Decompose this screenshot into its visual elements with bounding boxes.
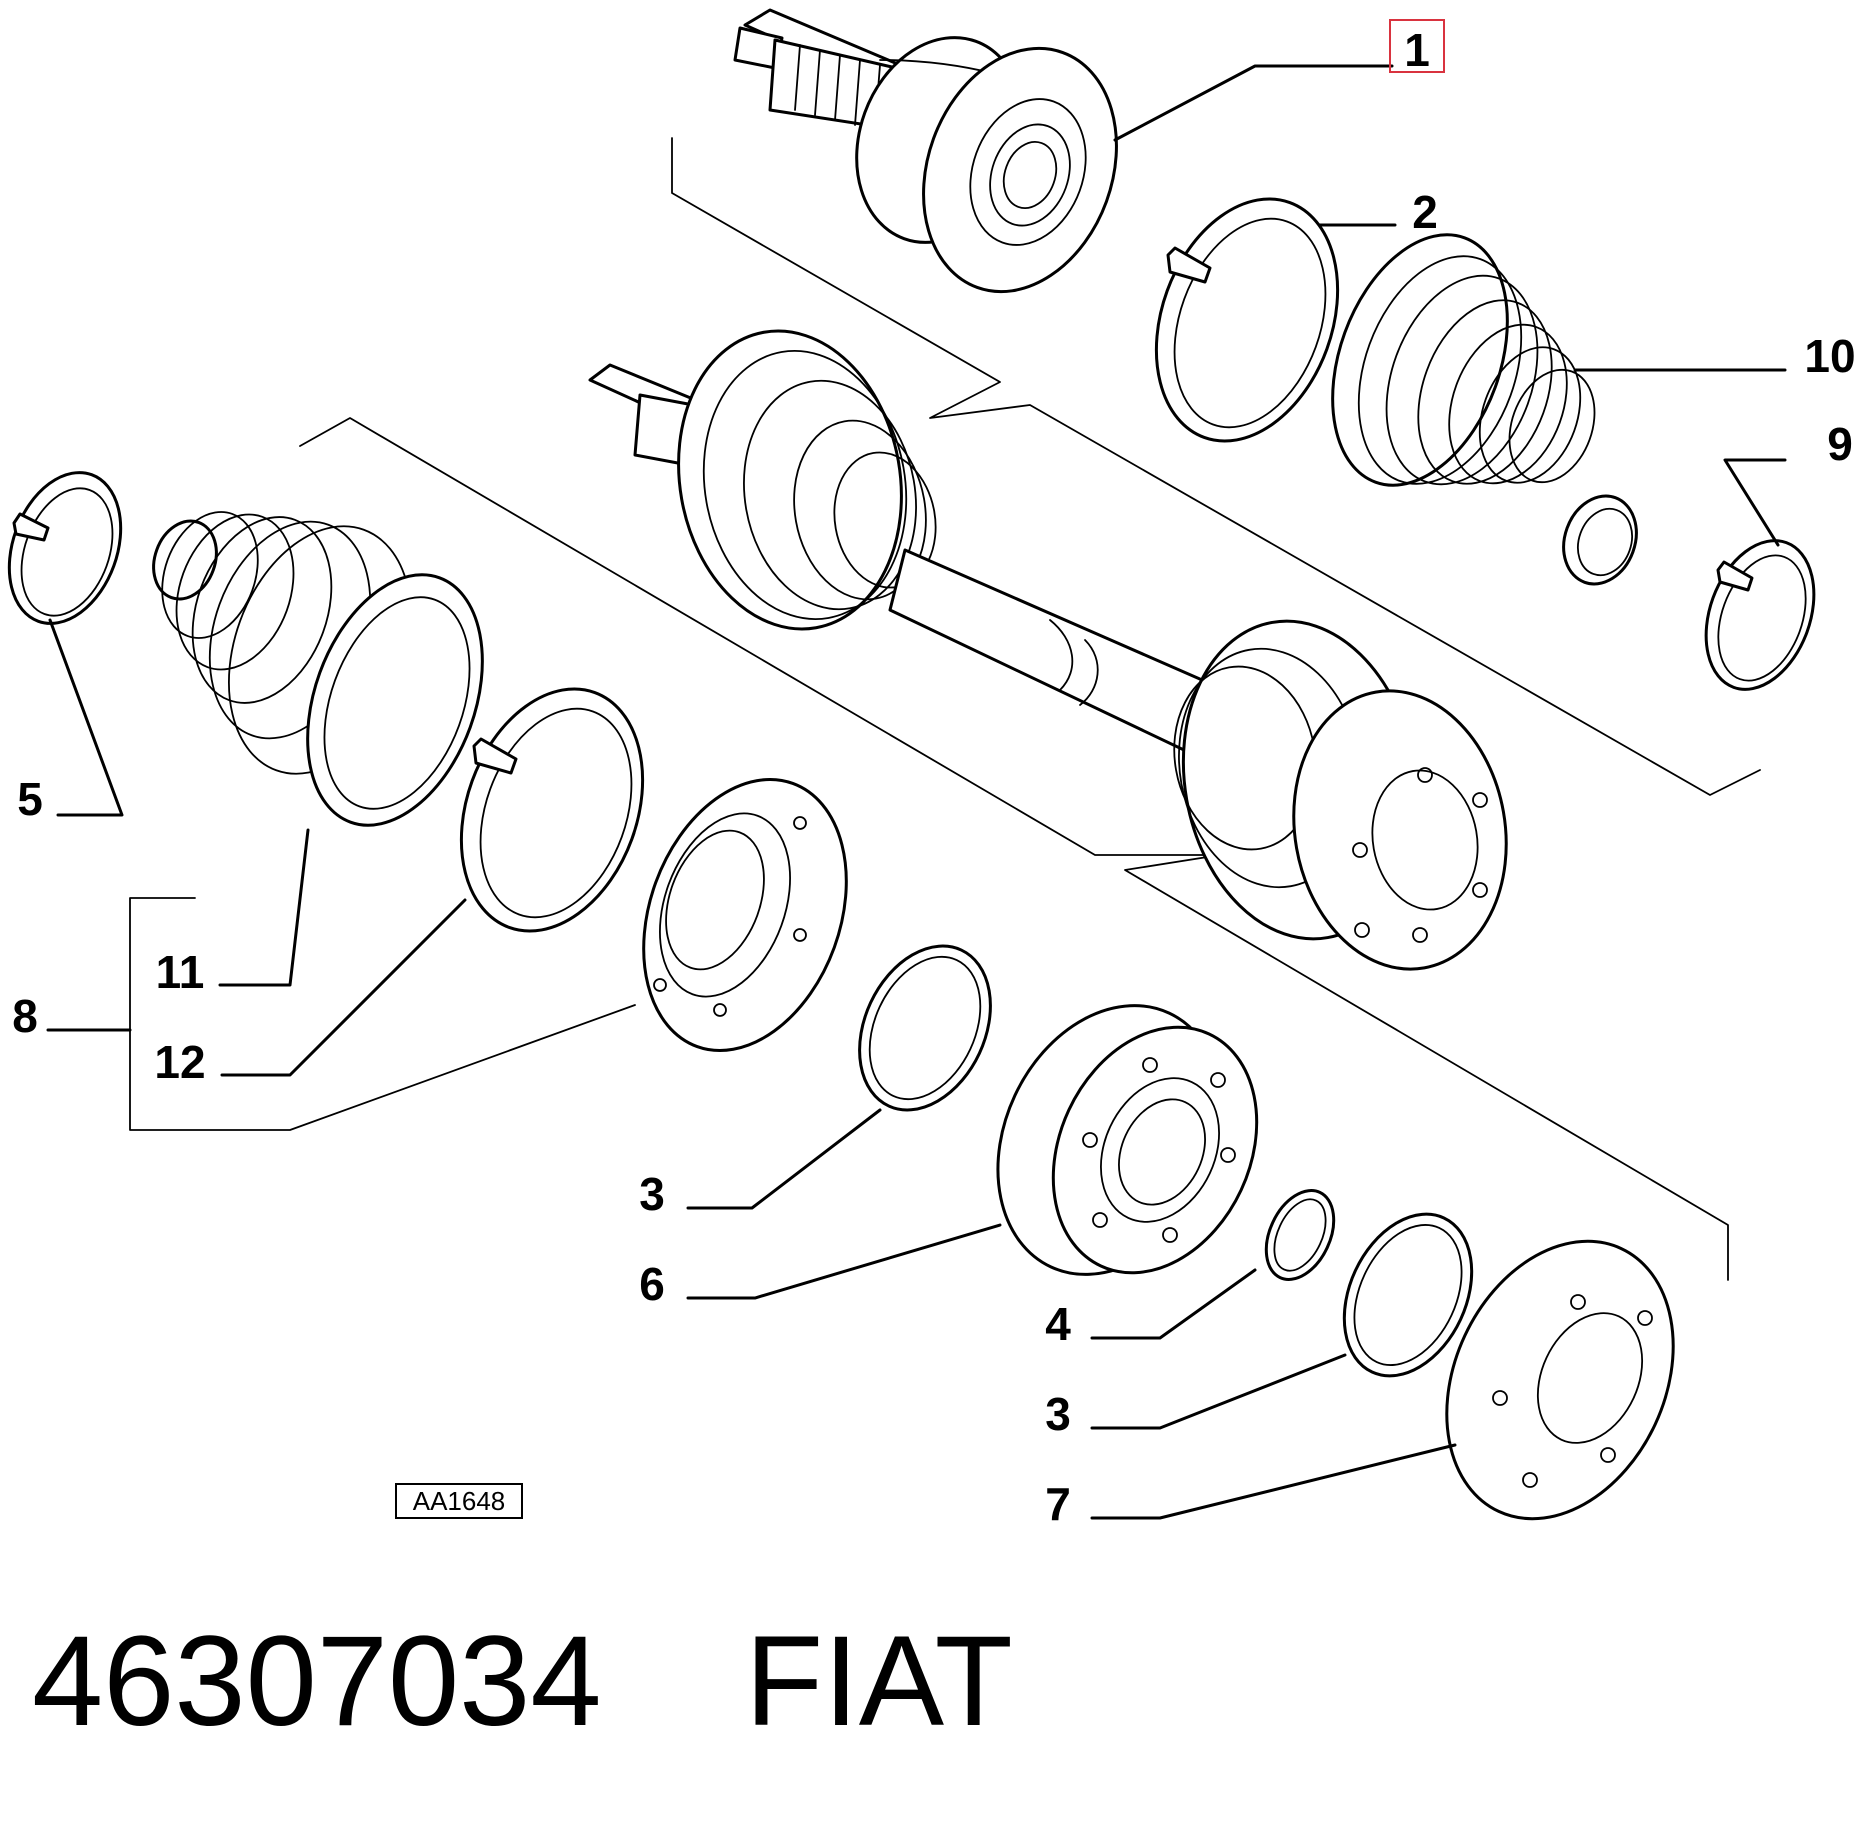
highlight-box: [1389, 19, 1445, 73]
drawing-code-box: AA1648: [395, 1483, 523, 1519]
part-number: 46307034: [32, 1610, 602, 1753]
callout-5: 5: [17, 773, 43, 825]
callout-11: 11: [156, 946, 205, 998]
part-2-clamp-ring: [1154, 197, 1397, 443]
callout-6: 6: [639, 1258, 665, 1310]
part-6-inner-joint: [686, 1004, 1259, 1300]
callout-3-lower: 3: [1045, 1388, 1071, 1440]
callout-9: 9: [1827, 418, 1853, 470]
part-11-boot-inner: [152, 511, 484, 987]
brand-name: FIAT: [745, 1610, 1013, 1753]
callout-1: 1: [1404, 24, 1430, 76]
part-10-boot-outer: [1331, 233, 1787, 586]
part-5-small-clamp: [7, 471, 124, 817]
part-9-small-clamp: [1704, 458, 1816, 691]
callout-10: 10: [1804, 330, 1855, 382]
drawing-code: AA1648: [413, 1486, 506, 1516]
part-7-cover-plate: [1090, 1239, 1675, 1521]
callout-4: 4: [1045, 1298, 1071, 1350]
part-3-o-ring-upper: [686, 944, 992, 1210]
callout-12: 12: [154, 1036, 205, 1088]
part-3-o-ring-lower: [1090, 1212, 1474, 1430]
callout-labels: 1 2 10 9 5 11 8 12 3 6 4 3 7: [12, 19, 1855, 1530]
assembled-drive-shaft: [588, 329, 1508, 971]
callout-7: 7: [1045, 1478, 1071, 1530]
callout-2: 2: [1412, 186, 1438, 238]
upper-bracket: [671, 137, 1761, 796]
part-1-outer-cv-joint: [733, 8, 1394, 294]
footer: 46307034 FIAT: [32, 1610, 1013, 1753]
callout-3-upper: 3: [639, 1168, 665, 1220]
part-12-clamp-ring: [220, 687, 645, 1077]
part-8-boot-flange: [46, 777, 848, 1131]
callout-8: 8: [12, 990, 38, 1042]
part-4-circlip: [1090, 1189, 1336, 1340]
